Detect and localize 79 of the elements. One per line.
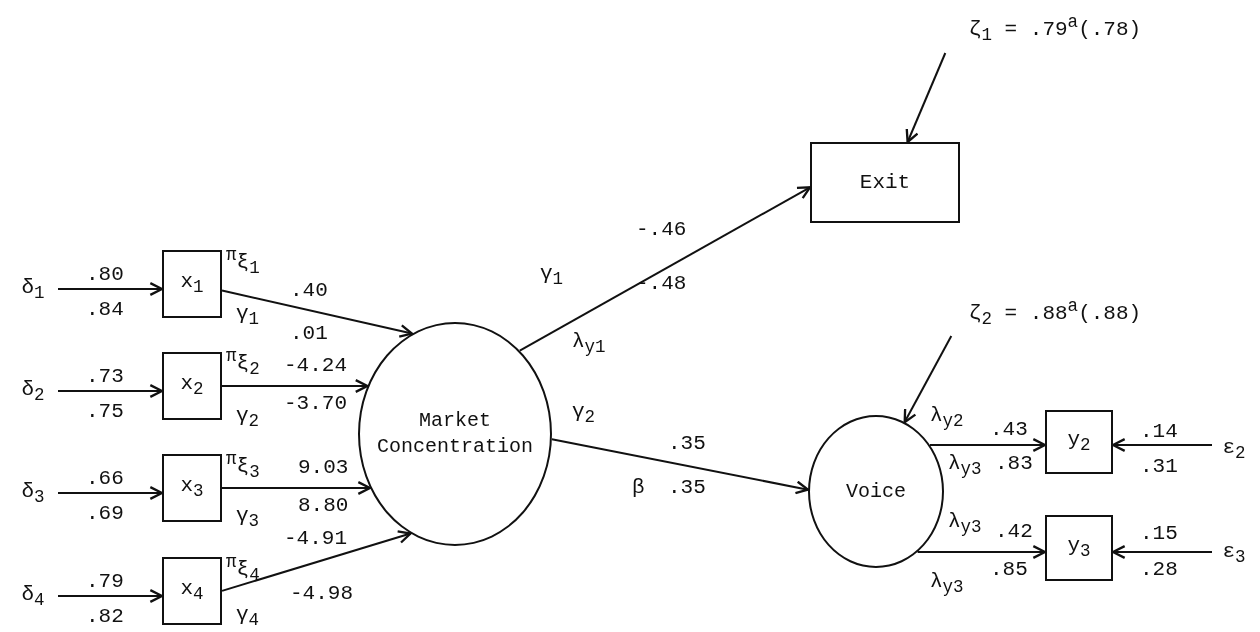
coefficient-label: .01	[290, 322, 328, 346]
coefficient-label: .14	[1140, 420, 1178, 444]
error-term-label: δ$_{4}$	[21, 583, 45, 611]
variable-box	[162, 250, 222, 318]
variable-box	[162, 352, 222, 420]
coefficient-label: .69	[86, 502, 124, 526]
coefficient-label: .73	[86, 365, 124, 389]
node-label: x$_{3}$	[180, 474, 204, 502]
coefficient-label: .35	[668, 432, 706, 456]
arrow	[221, 530, 412, 592]
arrow	[57, 384, 164, 398]
variable-box	[1045, 515, 1113, 581]
arrow	[221, 289, 414, 338]
coefficient-label: -.48	[636, 272, 687, 296]
node-label: Voice	[846, 478, 906, 505]
coefficient-label: .80	[86, 263, 124, 287]
node-label: y$_{2}$	[1067, 428, 1091, 456]
coefficient-label: 8.80	[298, 494, 349, 518]
coefficient-label: β	[632, 476, 645, 500]
coefficient-label: $^{π}$ξ$_{3}$	[226, 450, 260, 483]
error-term-label: δ$_{2}$	[21, 378, 45, 406]
node-label: x$_{1}$	[180, 270, 204, 298]
arrow	[57, 589, 164, 603]
coefficient-label: .85	[990, 558, 1028, 582]
coefficient-label: .42	[995, 520, 1033, 544]
error-term-label: ε$_{2}$	[1222, 436, 1246, 464]
error-term-label: ζ$_{2}$ = .88$^{a}$(.88)	[968, 296, 1142, 330]
coefficient-label: γ$_{2}$	[236, 404, 260, 432]
coefficient-label: $^{π}$ξ$_{4}$	[226, 553, 260, 586]
coefficient-label: 9.03	[298, 456, 349, 480]
coefficient-label: λ$_{y3}$	[948, 510, 982, 538]
error-term-label: ζ$_{1}$ = .79$^{a}$(.78)	[968, 12, 1142, 46]
coefficient-label: γ$_{4}$	[236, 603, 260, 631]
coefficient-label: $^{π}$ξ$_{2}$	[226, 347, 260, 380]
node-label: Exit	[859, 171, 911, 194]
arrow	[903, 335, 953, 424]
coefficient-label: λ$_{y3}$	[930, 570, 964, 598]
variable-box	[810, 142, 960, 223]
coefficient-label: .83	[995, 452, 1033, 476]
coefficient-label: .28	[1140, 558, 1178, 582]
error-term-label: δ$_{3}$	[21, 480, 45, 508]
coefficient-label: -.46	[636, 218, 687, 242]
coefficient-label: -4.24	[284, 354, 347, 378]
coefficient-label: -4.98	[290, 582, 353, 606]
coefficient-label: .82	[86, 605, 124, 629]
coefficient-label: .31	[1140, 455, 1178, 479]
coefficient-label: .79	[86, 570, 124, 594]
coefficient-label: .15	[1140, 522, 1178, 546]
coefficient-label: λ$_{y2}$	[930, 404, 964, 432]
coefficient-label: .35	[668, 476, 706, 500]
coefficient-label: .66	[86, 467, 124, 491]
variable-box	[162, 454, 222, 522]
node-label: x$_{2}$	[180, 372, 204, 400]
coefficient-label: λ$_{y3}$	[948, 452, 982, 480]
coefficient-label: -4.91	[284, 527, 347, 551]
arrow	[221, 481, 372, 495]
error-term-label: δ$_{1}$	[21, 276, 45, 304]
arrow	[550, 438, 810, 495]
arrow	[57, 486, 164, 500]
coefficient-label: .40	[290, 279, 328, 303]
arrow	[905, 52, 947, 144]
coefficient-label: -3.70	[284, 392, 347, 416]
variable-box	[1045, 410, 1113, 474]
variable-box	[162, 557, 222, 625]
coefficient-label: γ$_{1}$	[540, 262, 564, 290]
coefficient-label: γ$_{2}$	[572, 400, 596, 428]
coefficient-label: $^{π}$ξ$_{1}$	[226, 246, 260, 279]
coefficient-label: γ$_{3}$	[236, 504, 260, 532]
node-label: Market Concentration	[376, 408, 534, 460]
coefficient-label: .43	[990, 418, 1028, 442]
node-label: x$_{4}$	[180, 577, 204, 605]
coefficient-label: .84	[86, 298, 124, 322]
node-label: y$_{3}$	[1067, 534, 1091, 562]
coefficient-label: γ$_{1}$	[236, 302, 260, 330]
arrow	[57, 282, 164, 296]
coefficient-label: λ$_{y1}$	[572, 330, 606, 358]
error-term-label: ε$_{3}$	[1222, 540, 1246, 568]
coefficient-label: .75	[86, 400, 124, 424]
arrow	[221, 379, 369, 393]
